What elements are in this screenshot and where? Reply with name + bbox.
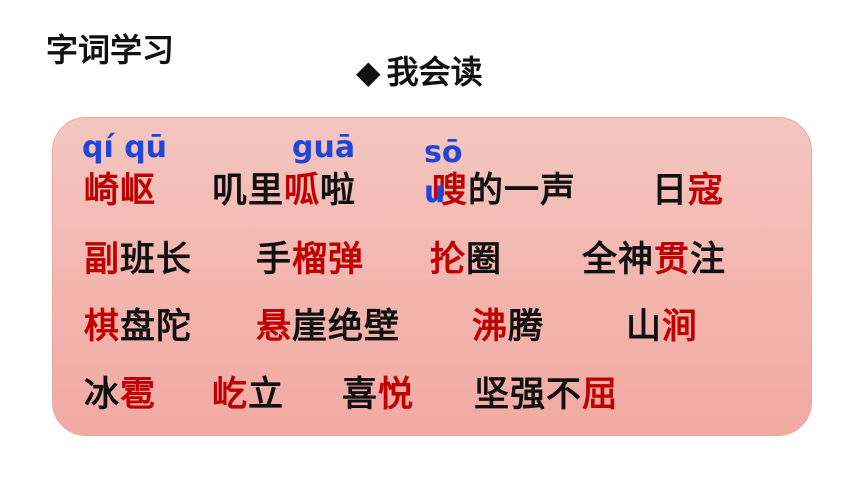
word-segment: 屈 <box>582 375 619 415</box>
word-segment: 副 <box>84 240 121 280</box>
word-r3-w0: 冰雹 <box>84 378 156 413</box>
word-segment: 盘陀 <box>120 307 193 347</box>
word-segment: 悬 <box>256 307 293 347</box>
word-r1-w0: 副班长 <box>84 243 192 278</box>
word-segment: 喜 <box>342 375 379 415</box>
word-segment: 的一声 <box>468 171 577 211</box>
word-segment: 崎岖 <box>84 171 157 211</box>
word-segment: 手 <box>256 240 293 280</box>
word-r2-w1: 悬崖绝壁 <box>256 310 400 345</box>
word-segment: 榴弹 <box>292 240 365 280</box>
subtitle-text: 我会读 <box>386 53 483 91</box>
word-segment: 嗖 <box>432 171 469 211</box>
word-segment: 沸 <box>472 307 509 347</box>
word-r3-w3: 坚强不屈 <box>474 378 618 413</box>
word-r1-w2: 抡圈 <box>430 243 502 278</box>
word-r0-w3: 日寇 <box>652 174 724 209</box>
word-segment: 呱 <box>284 171 321 211</box>
word-segment: 屹 <box>212 375 249 415</box>
word-r2-w2: 沸腾 <box>472 310 544 345</box>
word-segment: 棋 <box>84 307 121 347</box>
pinyin-gua: guā <box>292 130 356 165</box>
word-r0-w2: 嗖的一声 <box>432 174 576 209</box>
subtitle: ◆我会读 <box>356 56 483 88</box>
word-r3-w2: 喜悦 <box>342 378 414 413</box>
word-segment: 坚强不 <box>474 375 583 415</box>
word-r0-w1: 叽里呱啦 <box>212 174 356 209</box>
word-segment: 悦 <box>378 375 415 415</box>
word-segment: 抡 <box>430 240 467 280</box>
word-r1-w1: 手榴弹 <box>256 243 364 278</box>
word-segment: 崖绝壁 <box>292 307 401 347</box>
word-segment: 圈 <box>466 240 503 280</box>
word-segment: 立 <box>248 375 285 415</box>
section-title: 字词学习 <box>46 31 175 69</box>
word-r2-w0: 棋盘陀 <box>84 310 192 345</box>
diamond-bullet-icon: ◆ <box>356 53 381 91</box>
word-segment: 叽里 <box>212 171 285 211</box>
word-segment: 日 <box>652 171 689 211</box>
word-segment: 冰 <box>84 375 121 415</box>
word-segment: 寇 <box>688 171 725 211</box>
word-r1-w3: 全神贯注 <box>582 243 726 278</box>
word-segment: 涧 <box>662 307 699 347</box>
word-segment: 注 <box>690 240 727 280</box>
word-segment: 山 <box>626 307 663 347</box>
word-r3-w1: 屹立 <box>212 378 284 413</box>
word-segment: 腾 <box>508 307 545 347</box>
word-r0-w0: 崎岖 <box>84 174 156 209</box>
word-segment: 雹 <box>120 375 157 415</box>
word-r2-w3: 山涧 <box>626 310 698 345</box>
pinyin-qiqu: qí qū <box>82 130 168 165</box>
word-segment: 班长 <box>120 240 193 280</box>
vocabulary-panel <box>52 117 812 436</box>
word-segment: 啦 <box>320 171 357 211</box>
pinyin-sou: sō u <box>424 135 463 210</box>
word-segment: 全神 <box>582 240 655 280</box>
word-segment: 贯 <box>654 240 691 280</box>
